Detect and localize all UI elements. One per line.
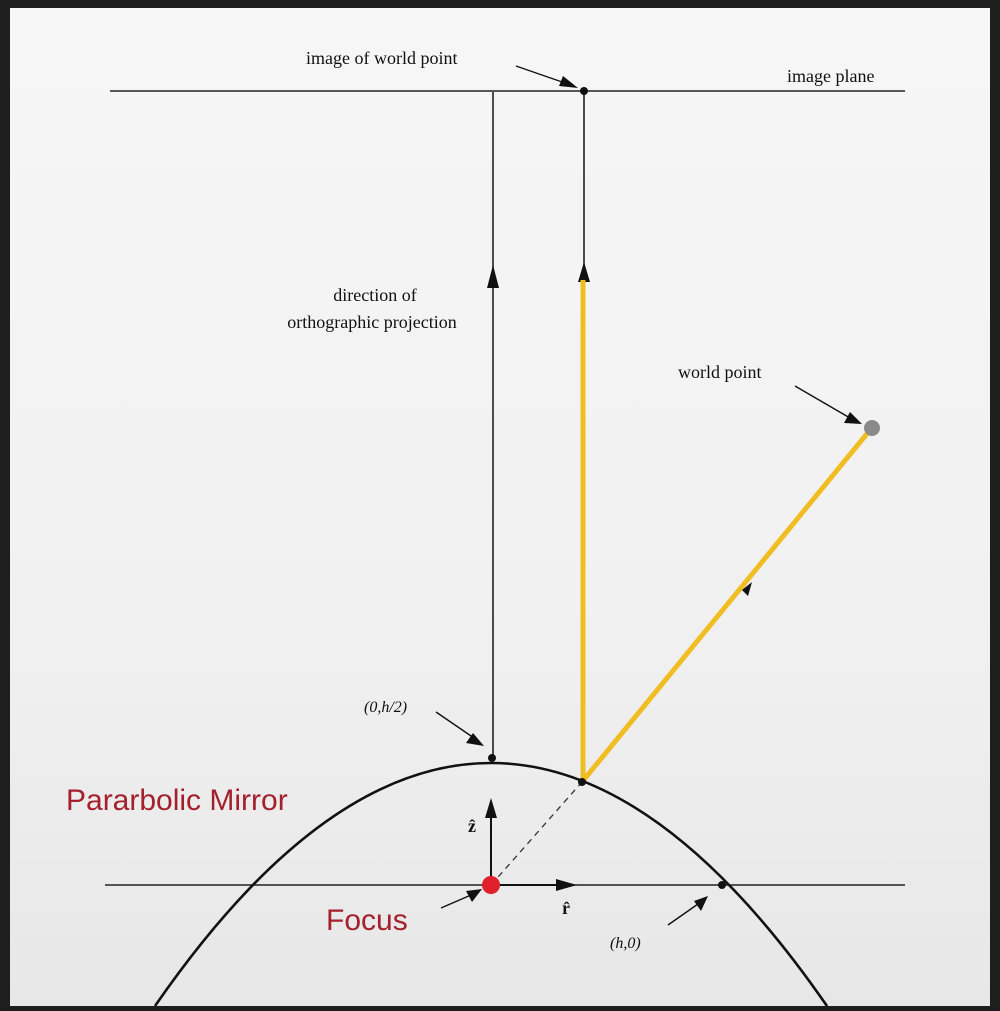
focus-to-mirror-dashed-line — [490, 781, 583, 886]
focus-callout-line — [440, 894, 472, 909]
world-point-callout-arrowhead — [844, 412, 862, 424]
image-projection-arrowhead — [578, 262, 590, 282]
incoming-ray-arrowhead — [742, 582, 752, 596]
image-plane-label: image plane — [787, 66, 874, 86]
z-hat-label: ẑ — [468, 816, 476, 836]
z-hat-arrowhead — [485, 798, 497, 818]
focus-label: Focus — [326, 904, 408, 937]
vertex-callout-line — [435, 711, 475, 739]
image-point-callout-line — [515, 65, 566, 84]
vertex-coordinate-label: (0,h/2) — [364, 699, 407, 716]
world-point-dot — [864, 420, 880, 436]
image-point-callout-arrowhead — [559, 76, 578, 88]
parabolic-mirror-label: Pararbolic Mirror — [66, 784, 288, 817]
h-zero-coordinate-label: (h,0) — [610, 935, 641, 952]
h-zero-dot — [718, 881, 726, 889]
r-hat-label: r̂ — [562, 898, 570, 918]
projection-direction-arrowhead — [487, 265, 499, 288]
world-point-callout-line — [794, 385, 851, 419]
mirror-hit-dot — [578, 778, 586, 786]
h-zero-callout-line — [667, 903, 699, 926]
image-point-dot — [580, 87, 588, 95]
direction-label-line1: direction of — [333, 285, 416, 305]
vertex-callout-arrowhead — [466, 733, 484, 746]
focus-callout-arrowhead — [466, 889, 482, 902]
diagram-panel — [10, 8, 990, 1006]
world-point-label: world point — [678, 362, 762, 382]
incoming-ray — [580, 428, 872, 784]
image-of-world-point-label: image of world point — [306, 48, 457, 68]
focus-dot — [482, 876, 500, 894]
direction-label-line2: orthographic projection — [287, 312, 456, 332]
vertex-dot — [488, 754, 496, 762]
parabolic-mirror-curve — [153, 761, 829, 1007]
h-zero-callout-arrowhead — [694, 896, 708, 911]
r-hat-arrowhead — [556, 879, 577, 891]
